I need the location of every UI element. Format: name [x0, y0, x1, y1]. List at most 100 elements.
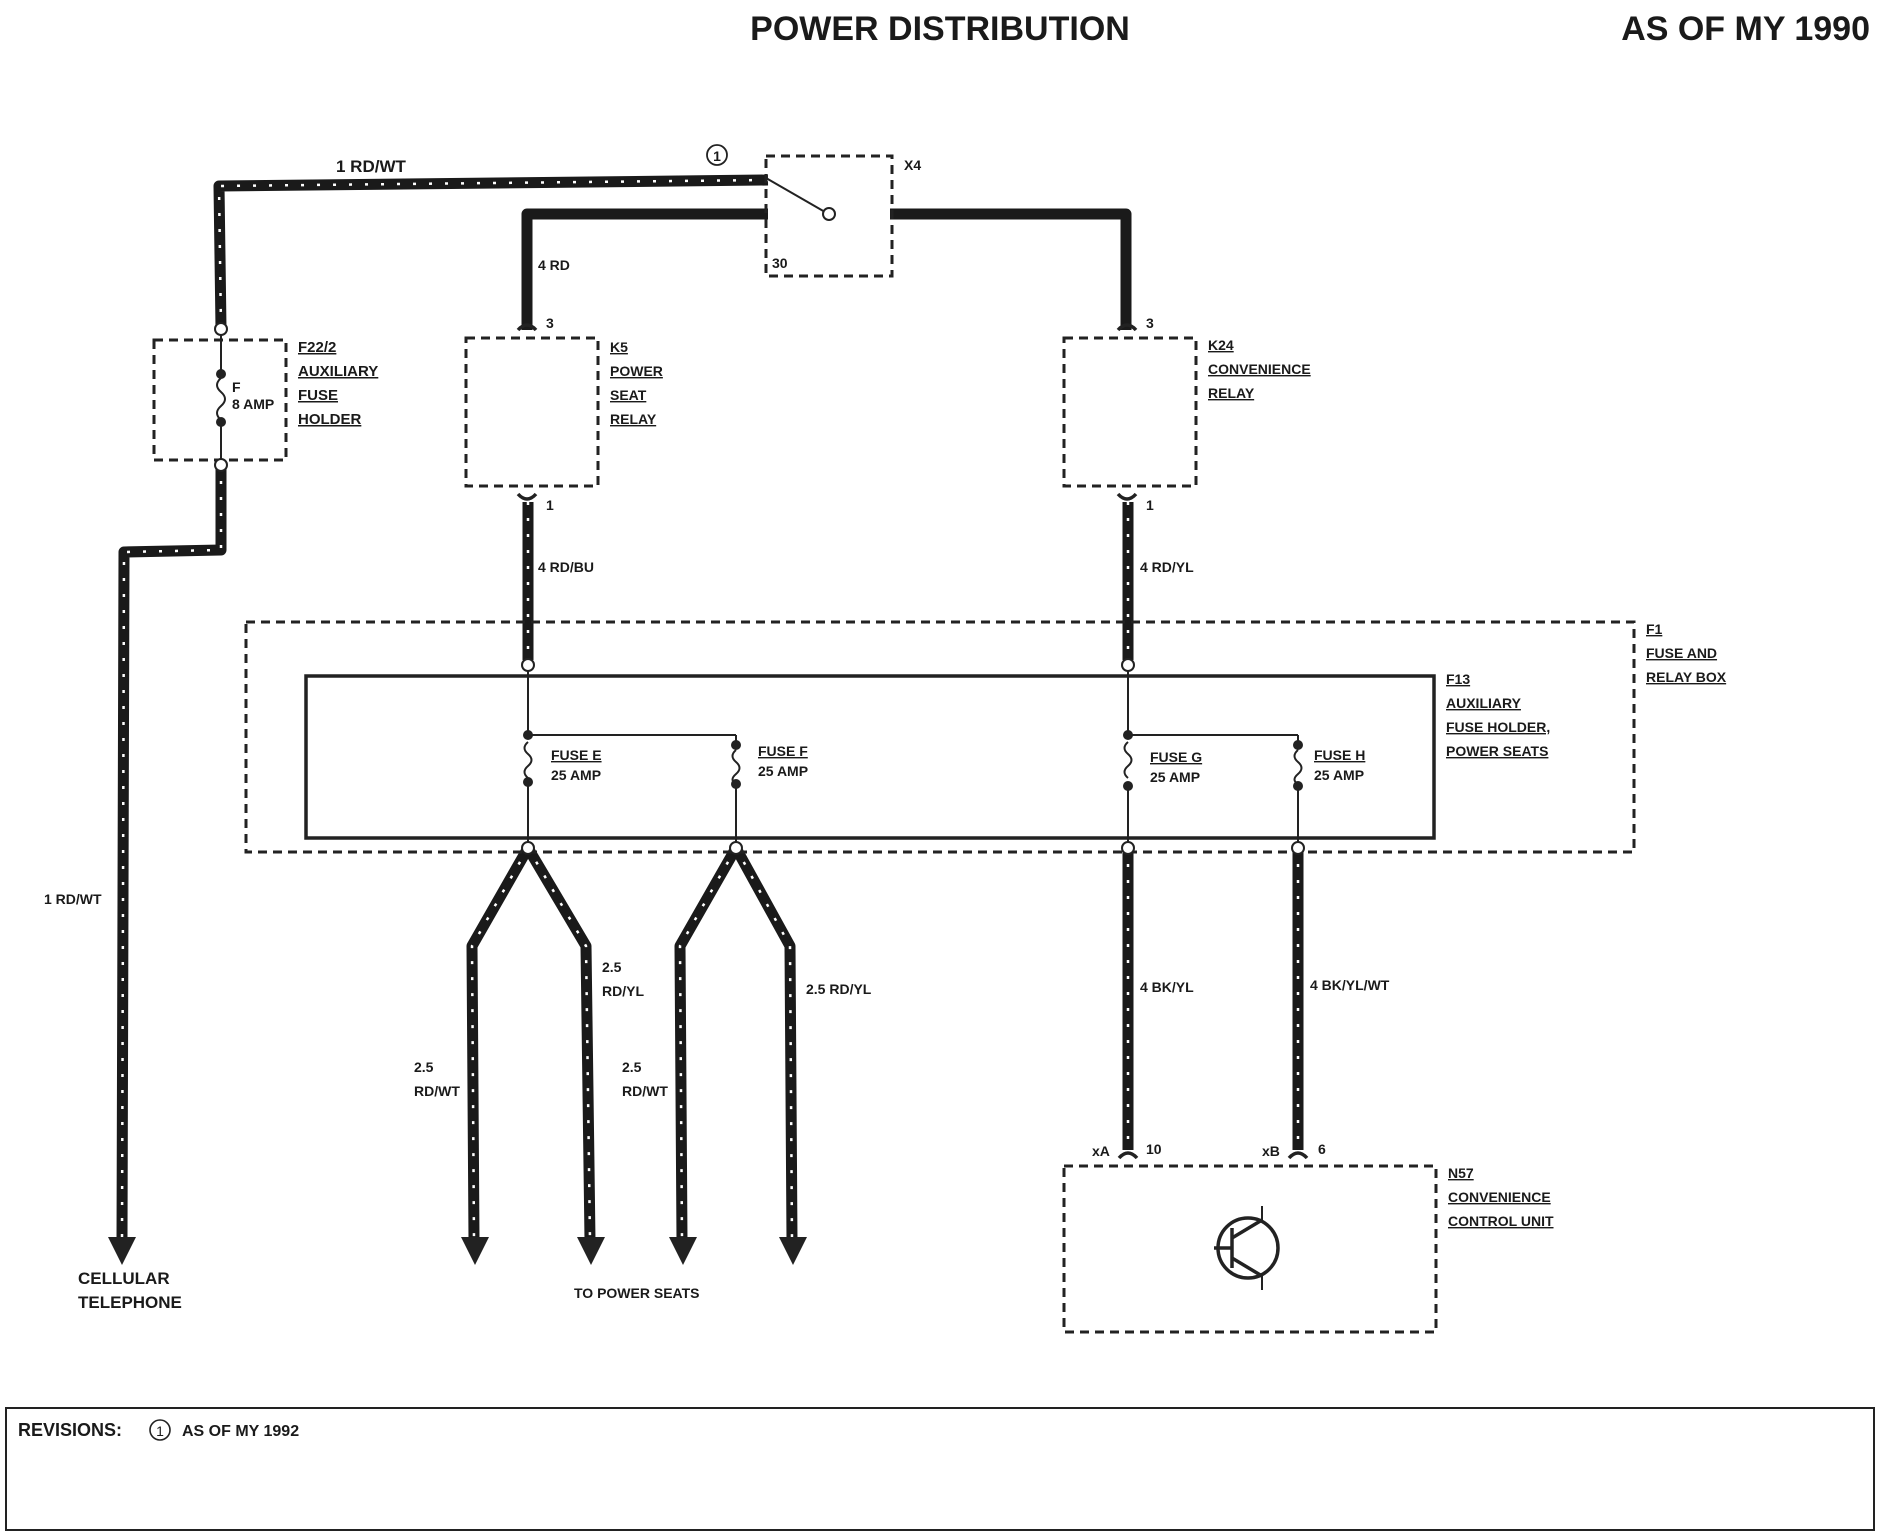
f13-line2: FUSE HOLDER, [1446, 719, 1550, 735]
f1-fuse-relay-box [244, 620, 1636, 854]
revision-marker-number: 1 [713, 148, 721, 164]
x4-pin-30: 30 [772, 255, 788, 271]
arrow-seat-2 [577, 1237, 605, 1265]
f22-fuse-dot-top [216, 369, 226, 379]
x4-switch-arm [765, 177, 826, 213]
k5-pin-3: 3 [546, 315, 554, 331]
fuse-e-left-size: 2.5 [414, 1059, 434, 1075]
k24-pin-bottom-icon [1116, 492, 1138, 501]
k24-line2: RELAY [1208, 385, 1255, 401]
fuse-e-icon [523, 741, 533, 779]
fuse-e-right-size: 2.5 [602, 959, 622, 975]
revision-marker [706, 144, 728, 166]
transistor-icon [1214, 1206, 1280, 1290]
n57-conn-a: xA [1092, 1143, 1110, 1159]
k24-convenience-relay [1062, 336, 1198, 488]
f22-line2: FUSE [298, 387, 338, 404]
k5-pin-top-icon [516, 323, 538, 332]
fuse-h [1293, 740, 1303, 791]
f1-id: F1 [1646, 621, 1663, 637]
wire-4-rd [521, 208, 768, 330]
page-title: POWER DISTRIBUTION [750, 10, 1130, 48]
wire-label-left-size-color: 1 RD/WT [44, 891, 102, 907]
x4-contact [822, 207, 836, 221]
k5-id: K5 [610, 339, 628, 355]
revisions-label: REVISIONS: [18, 1420, 122, 1440]
fuse-f-right-label: 2.5 RD/YL [806, 981, 872, 997]
n57-control-unit [1062, 1164, 1438, 1334]
fuse-f-left-color: RD/WT [622, 1083, 668, 1099]
fuse-f-icon [731, 749, 741, 785]
f13-fuse-holder [304, 674, 1436, 840]
arrow-cellular [108, 1237, 136, 1265]
fuse-g-rating: 25 AMP [1150, 769, 1200, 785]
wire-fuse-e-outputs [466, 845, 596, 1241]
f22-fuse-rating: 8 AMP [232, 396, 274, 412]
fuse-h-icon [1293, 749, 1303, 785]
wire-label-4-rd-yl: 4 RD/YL [1140, 559, 1194, 575]
wire-1-rd-wt-top [213, 174, 769, 329]
f22-fuse-dot-bottom [216, 417, 226, 427]
f22-id: F22/2 [298, 339, 336, 356]
k5-pin-bottom-icon [516, 492, 538, 501]
f22-node-top [214, 322, 228, 336]
fuse-h-name: FUSE H [1314, 747, 1365, 763]
wire-label-4-rd: 4 RD [538, 257, 570, 273]
f1-line2: RELAY BOX [1646, 669, 1727, 685]
power-seats-label: TO POWER SEATS [574, 1285, 700, 1301]
k24-line1: CONVENIENCE [1208, 361, 1311, 377]
n57-line2: CONTROL UNIT [1448, 1213, 1554, 1229]
wire-label-4-rd-bu: 4 RD/BU [538, 559, 594, 575]
fuse-f-left-size: 2.5 [622, 1059, 642, 1075]
k24-pin-3: 3 [1146, 315, 1154, 331]
n57-pin-a-icon [1117, 1151, 1139, 1160]
fuse-g-icon [1123, 741, 1133, 779]
fuse-f-rating: 25 AMP [758, 763, 808, 779]
wire-label-top-rd-wt: 1 RD/WT [336, 157, 407, 176]
f1-line1: FUSE AND [1646, 645, 1717, 661]
x4-label: X4 [904, 157, 921, 173]
x4-connector [764, 154, 894, 278]
wire-1-rd-wt-left [116, 465, 227, 1241]
fuse-icon [216, 377, 226, 421]
arrow-seat-3 [669, 1237, 697, 1265]
wire-4-rd-k24 [890, 208, 1132, 330]
wire-label-4-bk-yl-wt: 4 BK/YL/WT [1310, 977, 1390, 993]
revisions-marker [149, 1419, 171, 1441]
k5-line2: SEAT [610, 387, 647, 403]
f22-line1: AUXILIARY [298, 363, 378, 380]
k5-line3: RELAY [610, 411, 657, 427]
wire-label-4-bk-yl: 4 BK/YL [1140, 979, 1194, 995]
f13-line1: AUXILIARY [1446, 695, 1522, 711]
fuse-e-right-color: RD/YL [602, 983, 644, 999]
revisions-marker-number: 1 [156, 1423, 164, 1439]
fuse-e [523, 741, 533, 787]
fuse-g [1123, 741, 1133, 791]
n57-id: N57 [1448, 1165, 1474, 1181]
f13-id: F13 [1446, 671, 1470, 687]
f13-left-bus [521, 658, 743, 855]
arrow-seat-4 [779, 1237, 807, 1265]
k5-line1: POWER [610, 363, 663, 379]
f22-line3: HOLDER [298, 411, 362, 428]
model-year: AS OF MY 1990 [1621, 10, 1870, 48]
wire-fuse-f-outputs [674, 845, 798, 1241]
fuse-f [731, 740, 741, 789]
fuse-f-name: FUSE F [758, 743, 808, 759]
n57-pin-10: 10 [1146, 1141, 1162, 1157]
k5-pin-1: 1 [546, 497, 554, 513]
k5-power-seat-relay [464, 336, 600, 488]
revisions-text: AS OF MY 1992 [182, 1423, 299, 1440]
revisions-box [5, 1407, 1875, 1531]
fuse-e-left-color: RD/WT [414, 1083, 460, 1099]
cellular-line1: CELLULAR [78, 1269, 170, 1288]
k24-pin-1: 1 [1146, 497, 1154, 513]
n57-line1: CONVENIENCE [1448, 1189, 1551, 1205]
f22-fuse-letter: F [232, 379, 241, 395]
fuse-e-rating: 25 AMP [551, 767, 601, 783]
k24-pin-top-icon [1116, 323, 1138, 332]
n57-conn-b: xB [1262, 1143, 1280, 1159]
n57-pin-6: 6 [1318, 1141, 1326, 1157]
fuse-e-name: FUSE E [551, 747, 602, 763]
